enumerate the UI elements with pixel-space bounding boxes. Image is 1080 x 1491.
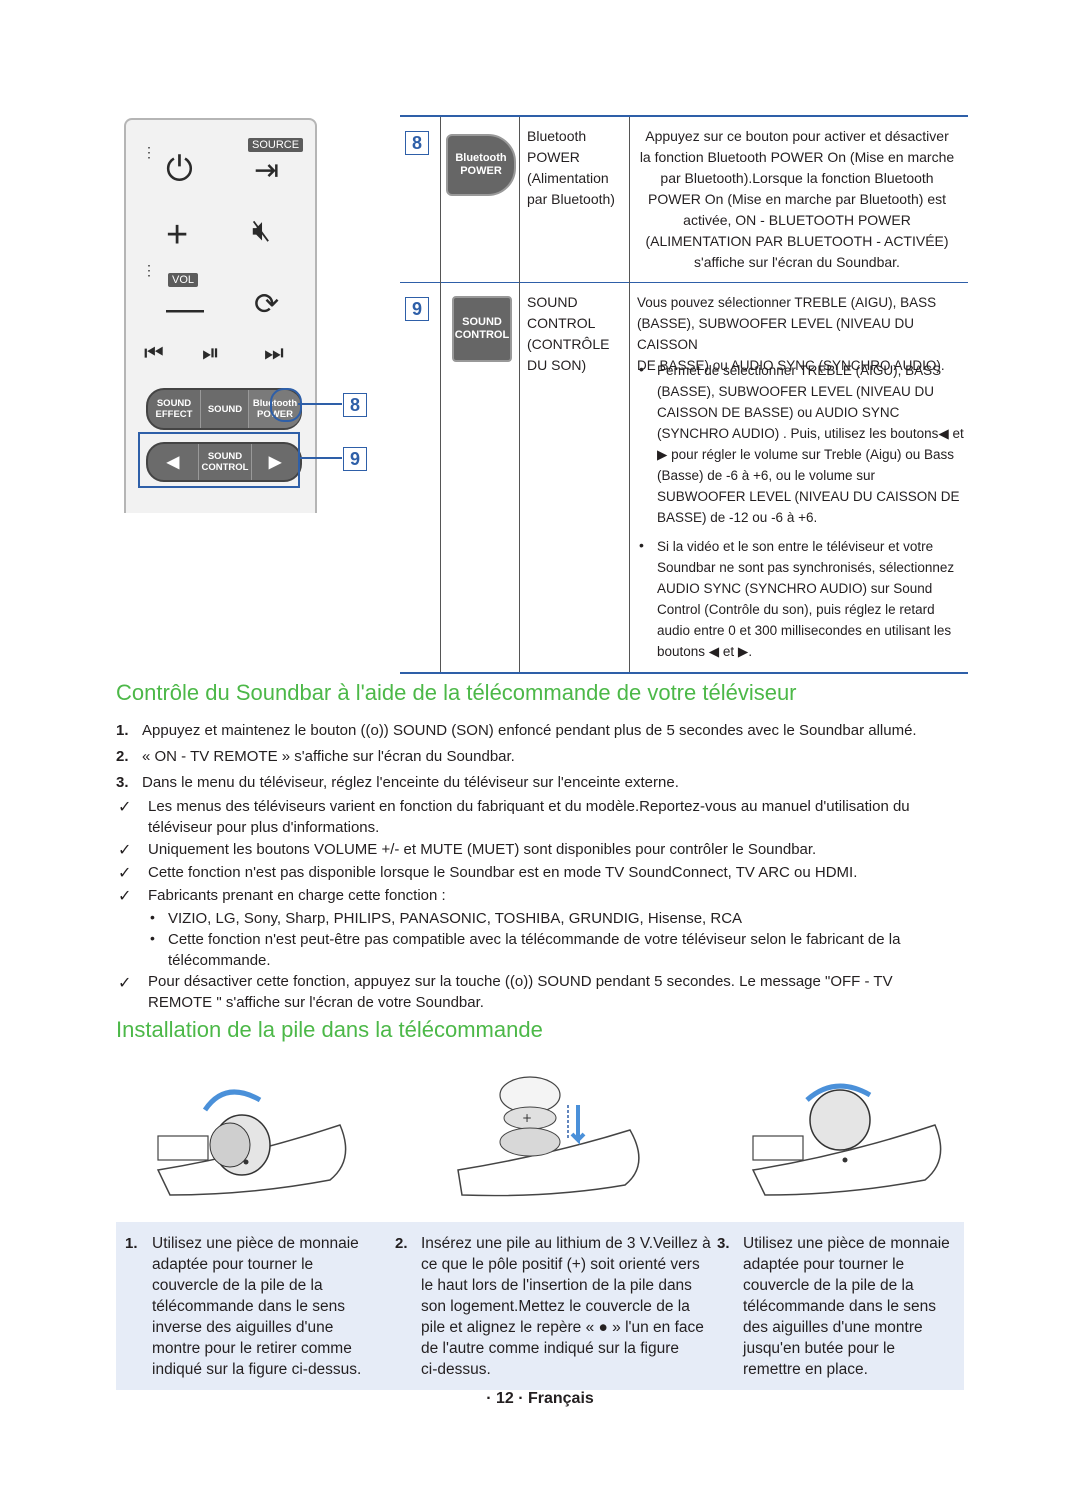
next-icon: ⏭ <box>264 340 284 365</box>
dots-icon: ⋮ <box>142 144 156 160</box>
power-icon: ⏻ <box>166 150 193 188</box>
bullet-icon: • <box>639 537 644 553</box>
right-arrow-icon: ▶ <box>268 453 282 471</box>
step-text: Appuyez et maintenez le bouton ((o)) SOU… <box>142 722 917 739</box>
sound-control-row: ◀ SOUND CONTROL ▶ <box>146 442 302 482</box>
note-text: Cette fonction n'est pas disponible lors… <box>148 864 858 881</box>
left-arrow-icon: ◀ <box>166 453 180 471</box>
vol-label: VOL <box>168 273 199 287</box>
callout-9-line <box>298 457 342 459</box>
table-top-rule <box>400 115 968 117</box>
sound-control-button: SOUND CONTROL <box>198 444 252 480</box>
sound-control-button-image: SOUND CONTROL <box>452 296 512 362</box>
table-bottom-rule <box>400 672 968 674</box>
callout-8-box <box>270 388 302 422</box>
mute-icon: 🔇︎ <box>252 214 271 247</box>
note-text: Fabricants prenant en charge cette fonct… <box>148 887 446 904</box>
battery-cover-replace-illustration <box>751 1083 942 1196</box>
callout-8-number: 8 <box>343 393 367 417</box>
bullet-icon: • <box>639 361 644 377</box>
previous-icon: ⏮ <box>144 340 164 365</box>
sound-button: SOUND <box>200 390 249 428</box>
table-col-line <box>440 117 441 672</box>
row-number: 9 <box>405 297 429 321</box>
button-name: SOUND CONTROL (CONTRÔLE DU SON) <box>527 294 610 373</box>
source-icon: ⇥ <box>254 154 280 187</box>
table-col-line <box>519 117 520 672</box>
step-number: 1. <box>125 1235 138 1252</box>
bluetooth-power-button-image: Bluetooth POWER <box>446 134 516 196</box>
bullet-text: VIZIO, LG, Sony, Sharp, PHILIPS, PANASON… <box>168 910 743 927</box>
table-col-line <box>629 117 630 672</box>
step-text: Utilisez une pièce de monnaie adaptée po… <box>152 1235 362 1378</box>
checkmark-icon: ✓ <box>118 842 132 859</box>
button-description: Appuyez sur ce bouton pour activer et dé… <box>639 128 955 270</box>
svg-text:+: + <box>522 1111 532 1125</box>
button-name: Bluetooth POWER (Alimentation par Blueto… <box>527 128 615 207</box>
source-label: SOURCE <box>248 138 304 152</box>
page-footer: · 12 · Français <box>486 1390 594 1407</box>
dots-icon: ⋮ <box>142 262 156 278</box>
plus-icon: + <box>166 214 189 256</box>
step-text: « ON - TV REMOTE » s'affiche sur l'écran… <box>142 748 515 765</box>
bullet-icon: • <box>150 930 155 946</box>
minus-icon: — <box>166 288 204 330</box>
step-text: Dans le menu du téléviseur, réglez l'enc… <box>142 774 679 791</box>
button-description: Vous pouvez sélectionner TREBLE (AIGU), … <box>637 295 945 373</box>
play-pause-icon: ⏯ <box>202 340 220 365</box>
battery-cover-remove-illustration <box>156 1089 347 1196</box>
note-text: Les menus des téléviseurs varient en fon… <box>148 798 910 836</box>
checkmark-icon: ✓ <box>118 799 132 816</box>
sound-effect-button: SOUND EFFECT <box>155 398 193 420</box>
battery-insert-illustration: + <box>457 1076 640 1197</box>
section-heading: Installation de la pile dans la télécomm… <box>116 1017 543 1042</box>
bullet-icon: • <box>150 909 155 925</box>
step-number: 2. <box>116 748 129 765</box>
note-text: Uniquement les boutons VOLUME +/- et MUT… <box>148 841 817 858</box>
callout-8-line <box>298 403 342 405</box>
checkmark-icon: ✓ <box>118 888 132 905</box>
table-row-rule <box>400 282 968 283</box>
bullet-text: Cette fonction n'est peut-être pas compa… <box>168 931 901 969</box>
note-text: Pour désactiver cette fonction, appuyez … <box>148 973 893 1011</box>
row-number: 8 <box>405 131 429 155</box>
bullet-text: Si la vidéo et le son entre le téléviseu… <box>657 539 955 659</box>
bullet-text: Permet de sélectionner TREBLE (AIGU), BA… <box>657 363 964 525</box>
callout-9-box <box>138 432 300 488</box>
checkmark-icon: ✓ <box>118 975 132 992</box>
step-text: Utilisez une pièce de monnaie adaptée po… <box>743 1235 950 1378</box>
repeat-icon: ⟳ <box>254 288 280 321</box>
step-text: Insérez une pile au lithium de 3 V.Veill… <box>421 1235 711 1378</box>
step-number: 2. <box>395 1235 408 1252</box>
step-number: 1. <box>116 722 129 739</box>
remote-illustration: ⋮ ⏻ SOURCE ⇥ + 🔇︎ ⋮ VOL — ⟳ ⏮ ⏯ ⏭ SOUND … <box>124 118 317 513</box>
step-number: 3. <box>116 774 129 791</box>
checkmark-icon: ✓ <box>118 865 132 882</box>
battery-steps-panel <box>116 1222 964 1390</box>
step-number: 3. <box>717 1235 730 1252</box>
callout-9-number: 9 <box>343 447 367 471</box>
section-heading: Contrôle du Soundbar à l'aide de la télé… <box>116 680 797 705</box>
